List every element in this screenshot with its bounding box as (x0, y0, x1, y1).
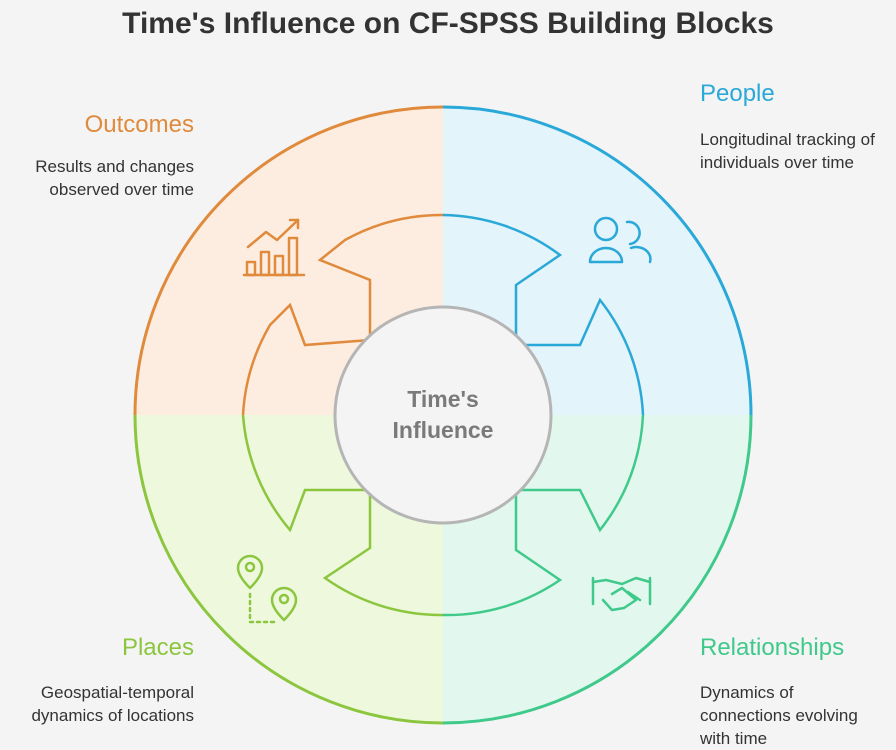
people-description: Longitudinal tracking of individuals ove… (700, 130, 875, 172)
relationships-description: Dynamics of connections evolving with ti… (700, 683, 858, 748)
relationships-caption: Relationships (700, 634, 845, 661)
handshake-icon (591, 576, 652, 612)
page-title: Time's Influence on CF-SPSS Building Blo… (122, 7, 774, 40)
places-caption: Places (121, 634, 194, 661)
location-pins-icon (236, 554, 298, 624)
places-description: Geospatial-temporal dynamics of location… (31, 683, 194, 725)
outcomes-caption: Outcomes (84, 111, 194, 138)
bar-chart-trend-icon (242, 218, 306, 277)
center-circle (333, 305, 553, 525)
people-caption: People (700, 80, 775, 107)
people-icon (588, 216, 652, 264)
outcomes-description: Results and changes observed over time (35, 157, 194, 199)
